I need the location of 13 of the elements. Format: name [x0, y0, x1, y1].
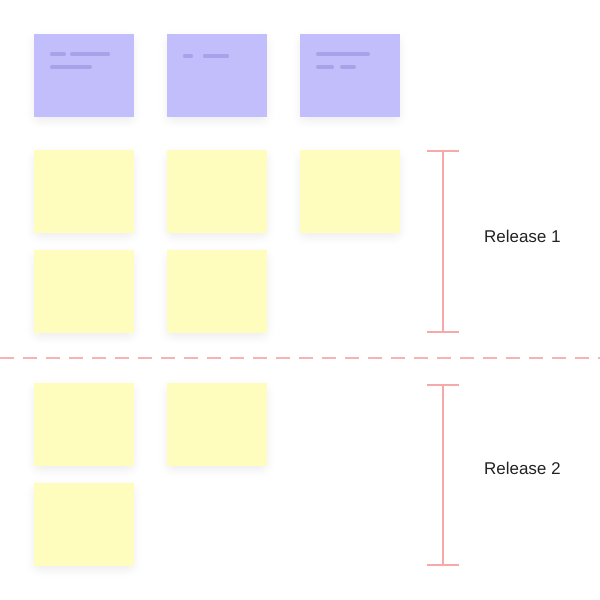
release-label: Release 1	[484, 227, 561, 247]
sticky-note	[167, 250, 267, 333]
sticky-note	[167, 383, 267, 466]
sticky-note	[167, 150, 267, 233]
release-label: Release 2	[484, 459, 561, 479]
sticky-note	[34, 383, 134, 466]
sticky-note	[167, 34, 267, 117]
sticky-note	[34, 34, 134, 117]
sticky-note	[34, 250, 134, 333]
sticky-note	[34, 150, 134, 233]
sticky-note	[300, 34, 400, 117]
sticky-note	[300, 150, 400, 233]
sticky-note	[34, 483, 134, 566]
